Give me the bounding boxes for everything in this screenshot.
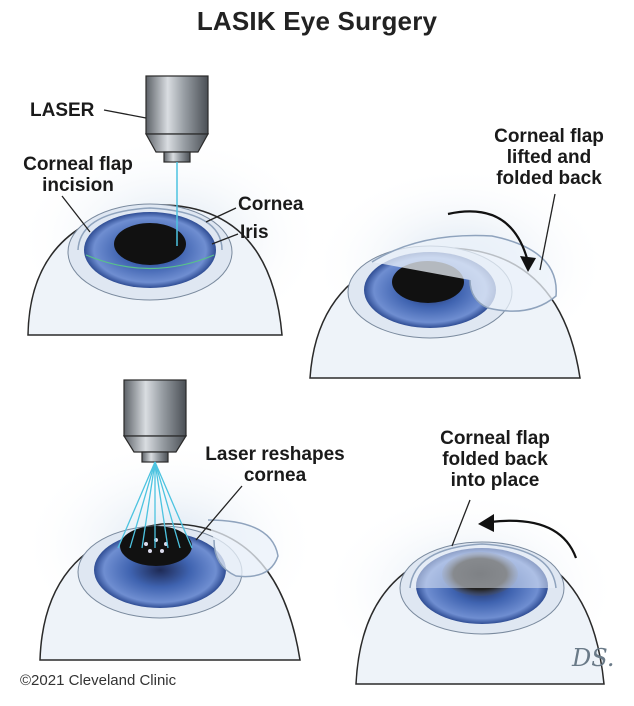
flap-incision-line-1 [85, 254, 215, 270]
cornea-dome-1 [77, 207, 223, 251]
leader-lifted [539, 193, 556, 271]
leader-iris [211, 233, 239, 245]
panel-2 [309, 165, 610, 379]
curved-arrow-4 [489, 519, 578, 559]
label-flap-into-place: Corneal flap folded back into place [440, 428, 550, 491]
pupil-3 [120, 526, 192, 566]
label-flap-incision: Corneal flap incision [23, 154, 133, 196]
leader-into-place [451, 499, 471, 547]
leader-laser [103, 109, 147, 119]
folded-flap-3 [207, 519, 279, 578]
laser-beams-3 [117, 461, 193, 549]
diagram-title: LASIK Eye Surgery [196, 6, 438, 36]
label-flap-lifted: Corneal flap lifted and folded back [494, 126, 604, 189]
label-cornea: Cornea [238, 194, 304, 215]
laser-head-3 [122, 379, 188, 463]
label-laser-reshapes: Laser reshapes cornea [205, 444, 345, 486]
laser-head-1 [144, 75, 210, 163]
panel-4 [320, 490, 620, 690]
leader-cornea [205, 207, 237, 223]
curved-arrow-2 [447, 210, 530, 263]
copyright-notice: ©2021 Cleveland Clinic [20, 672, 177, 689]
label-iris: Iris [240, 222, 269, 243]
cornea-dome-4 [409, 543, 557, 589]
lifted-flap [371, 234, 557, 312]
label-laser: LASER [30, 100, 95, 121]
pupil-1 [114, 223, 186, 265]
leader-reshapes [195, 485, 243, 541]
panel-1 [15, 75, 325, 345]
leader-incision [61, 195, 91, 233]
artist-signature: DS. [572, 644, 615, 672]
panel-3 [20, 379, 320, 661]
